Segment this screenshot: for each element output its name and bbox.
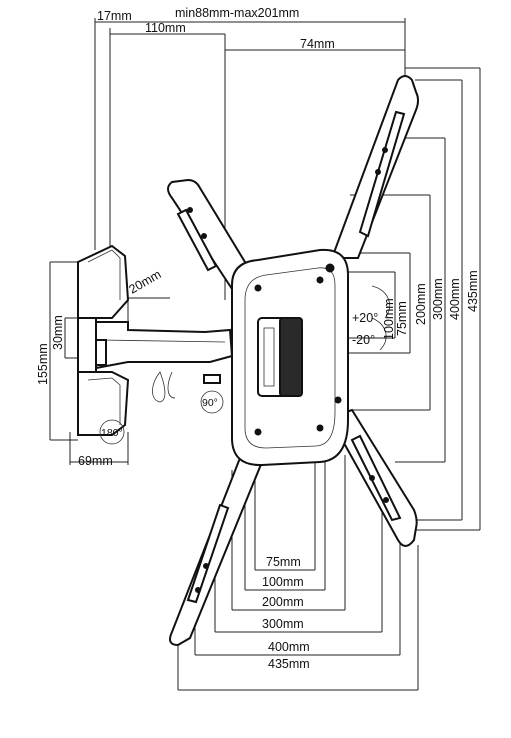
label-b75: 75mm xyxy=(266,555,301,569)
label-110mm: 110mm xyxy=(145,21,186,35)
vesa-bracket xyxy=(167,75,419,647)
label-v300: 300mm xyxy=(431,278,445,320)
label-180deg: 180° xyxy=(101,427,123,439)
label-69mm: 69mm xyxy=(78,454,113,468)
label-b435: 435mm xyxy=(268,657,310,671)
label-155mm: 155mm xyxy=(36,343,50,385)
swing-arm xyxy=(95,321,234,403)
label-b300: 300mm xyxy=(262,617,304,631)
label-74mm: 74mm xyxy=(300,37,335,51)
label-b200: 200mm xyxy=(262,595,304,609)
label-tilt-down: -20° xyxy=(352,333,375,347)
label-v100: 100mm xyxy=(382,298,396,340)
label-20mm: 20mm xyxy=(127,267,164,296)
top-dimensions xyxy=(94,18,406,300)
label-30mm: 30mm xyxy=(51,315,65,350)
label-v435: 435mm xyxy=(466,270,480,312)
label-b100: 100mm xyxy=(262,575,304,589)
tilt-indicators xyxy=(371,285,390,351)
label-tilt-up: +20° xyxy=(352,311,378,325)
wall-plate xyxy=(77,244,130,436)
label-17mm: 17mm xyxy=(97,9,132,23)
label-90deg: 90° xyxy=(202,397,218,409)
label-range: min88mm-max201mm xyxy=(175,6,299,20)
label-b400: 400mm xyxy=(268,640,310,654)
label-v400: 400mm xyxy=(448,278,462,320)
label-v75: 75mm xyxy=(395,301,409,336)
right-dimensions xyxy=(345,67,481,531)
rotation-markers xyxy=(99,390,224,445)
label-v200: 200mm xyxy=(414,283,428,325)
